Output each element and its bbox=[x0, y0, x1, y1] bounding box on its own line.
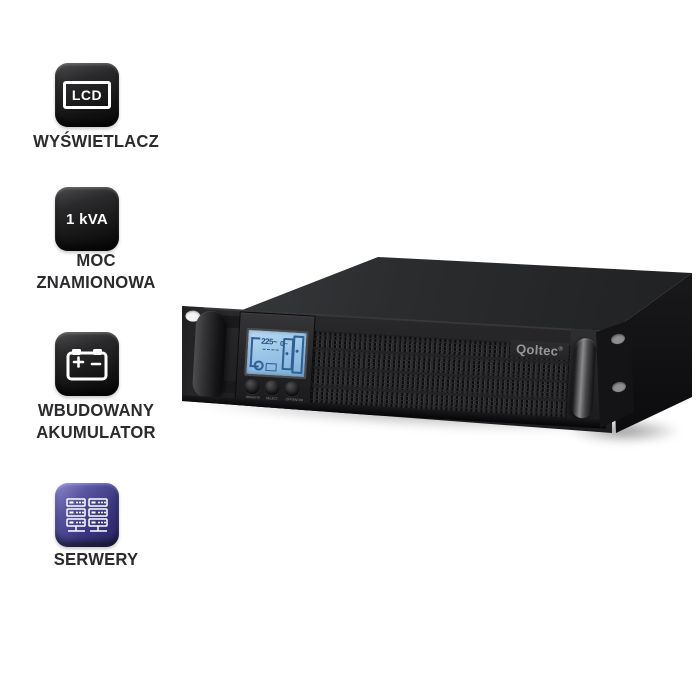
select-button[interactable] bbox=[264, 379, 280, 396]
feature-label-battery: WBUDOWANY AKUMULATOR bbox=[5, 399, 187, 443]
feature-label-servers: SERWERY bbox=[5, 548, 187, 570]
feature-label-line: WYŚWIETLACZ bbox=[33, 131, 159, 151]
power-rating-text: 1 kVA bbox=[65, 210, 109, 228]
feature-label-line: SERWERY bbox=[53, 549, 139, 569]
lcd-voltage-reading: 225~ bbox=[260, 336, 278, 347]
servers-feature-badge bbox=[55, 483, 119, 547]
feature-label-line: ZNAMIONOWA bbox=[36, 272, 156, 292]
lcd-glyph-dot bbox=[295, 349, 299, 353]
feature-label-line: AKUMULATOR bbox=[36, 422, 156, 442]
servers-icon bbox=[66, 498, 108, 532]
lcd-output-glyph bbox=[291, 335, 305, 375]
lcd-flow-line bbox=[262, 348, 279, 351]
lcd-feature-badge: LCD bbox=[55, 63, 119, 127]
feature-label-display: WYŚWIETLACZ bbox=[5, 130, 187, 152]
battery-feature-badge bbox=[55, 332, 119, 396]
off-enter-button[interactable] bbox=[283, 381, 300, 397]
lcd-badge-icon: LCD bbox=[62, 81, 112, 109]
lcd-control-panel: 225~ 0~ ON/MUTE SELECT OFF/ENTER bbox=[234, 311, 316, 412]
battery-icon bbox=[66, 349, 108, 381]
ups-device: 225~ 0~ ON/MUTE SELECT OFF/ENTER bbox=[175, 250, 700, 500]
feature-label-line: MOC bbox=[76, 250, 116, 270]
on-mute-button[interactable] bbox=[244, 378, 260, 395]
feature-label-rated-power: MOC ZNAMIONOWA bbox=[5, 249, 187, 293]
registered-mark: ® bbox=[558, 346, 564, 353]
brand-logo-text: Qoltec bbox=[515, 341, 559, 359]
lcd-glyph-dot bbox=[285, 352, 289, 356]
lcd-status-screen: 225~ 0~ bbox=[244, 327, 309, 380]
rack-handle-left bbox=[191, 309, 228, 400]
lcd-small-battery-icon bbox=[265, 362, 277, 372]
lcd-mode-icon bbox=[253, 360, 264, 371]
feature-label-line: WBUDOWANY bbox=[37, 400, 155, 420]
rated-power-badge: 1 kVA bbox=[55, 187, 119, 251]
brand-logo: Qoltec® bbox=[509, 339, 570, 361]
